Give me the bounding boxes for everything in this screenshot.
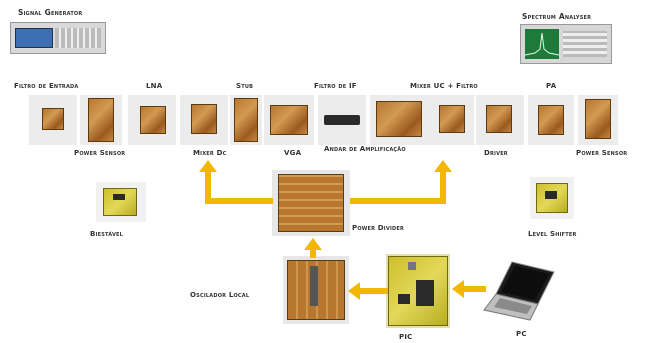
driver-label: Driver: [484, 149, 508, 157]
vga-tile: [264, 95, 314, 145]
pic-label: PIC: [399, 333, 412, 341]
vga-label: VGA: [284, 149, 301, 157]
stub-tile: [230, 95, 262, 145]
arrow-pc-to-pic-head: [452, 280, 464, 298]
arrow-osc-to-pd-head: [304, 238, 322, 250]
pa-tile: [528, 95, 574, 145]
level-shifter-tile: [530, 177, 574, 219]
signal-generator-label: Signal Generator: [18, 8, 82, 17]
arrow-pd-to-mixeruc-v: [440, 170, 446, 204]
spectrum-analyser-image: [520, 24, 612, 64]
biestavel-tile: [96, 182, 146, 222]
oscilador-local-tile: [283, 256, 349, 324]
signal-generator-image: [10, 22, 106, 54]
lna-label: LNA: [146, 82, 162, 90]
arrow-pd-to-mixerdc-v: [205, 170, 211, 204]
power-sensor-right-tile: [578, 95, 618, 145]
pc-laptop-image: [482, 260, 556, 322]
biestavel-label: Biestável: [90, 230, 123, 238]
pc-label: PC: [516, 330, 527, 338]
stub-label: Stub: [236, 82, 253, 90]
filtro-if-tile: [318, 95, 366, 145]
andar-amplificacao-tile: [370, 95, 430, 145]
power-sensor-left-label: Power Sensor: [74, 149, 125, 157]
power-sensor-right-label: Power Sensor: [576, 149, 627, 157]
power-divider-label: Power Divider: [352, 224, 404, 232]
pic-tile: [386, 254, 450, 328]
power-sensor-left-tile: [80, 95, 122, 145]
driver-tile: [476, 95, 524, 145]
arrow-pic-to-osc-shaft: [358, 288, 388, 294]
power-divider-tile: [272, 170, 350, 236]
spectrum-analyser-label: Spectrum Analyser: [522, 12, 591, 21]
arrow-mixeruc-head: [434, 160, 452, 172]
mixer-dc-tile: [180, 95, 228, 145]
pa-label: PA: [546, 82, 556, 90]
mixer-dc-label: Mixer Dc: [193, 149, 226, 157]
level-shifter-label: Level Shifter: [528, 230, 577, 238]
mixer-uc-tile: [430, 95, 474, 145]
oscilador-local-label: Oscilador Local: [190, 291, 249, 299]
arrow-pd-to-mixeruc-h: [350, 198, 446, 204]
andar-label: Andar de Amplificação: [324, 145, 406, 153]
mixer-uc-label: Mixer UC + Filtro: [410, 82, 478, 90]
arrow-pic-to-osc-head: [348, 282, 360, 300]
arrow-mixerdc-head: [199, 160, 217, 172]
filtro-entrada-tile: [29, 95, 77, 145]
filtro-if-label: Filtro de IF: [314, 82, 357, 90]
filtro-entrada-label: Filtro de Entrada: [14, 82, 78, 90]
lna-tile: [128, 95, 176, 145]
arrow-pd-to-mixerdc-h: [205, 198, 273, 204]
